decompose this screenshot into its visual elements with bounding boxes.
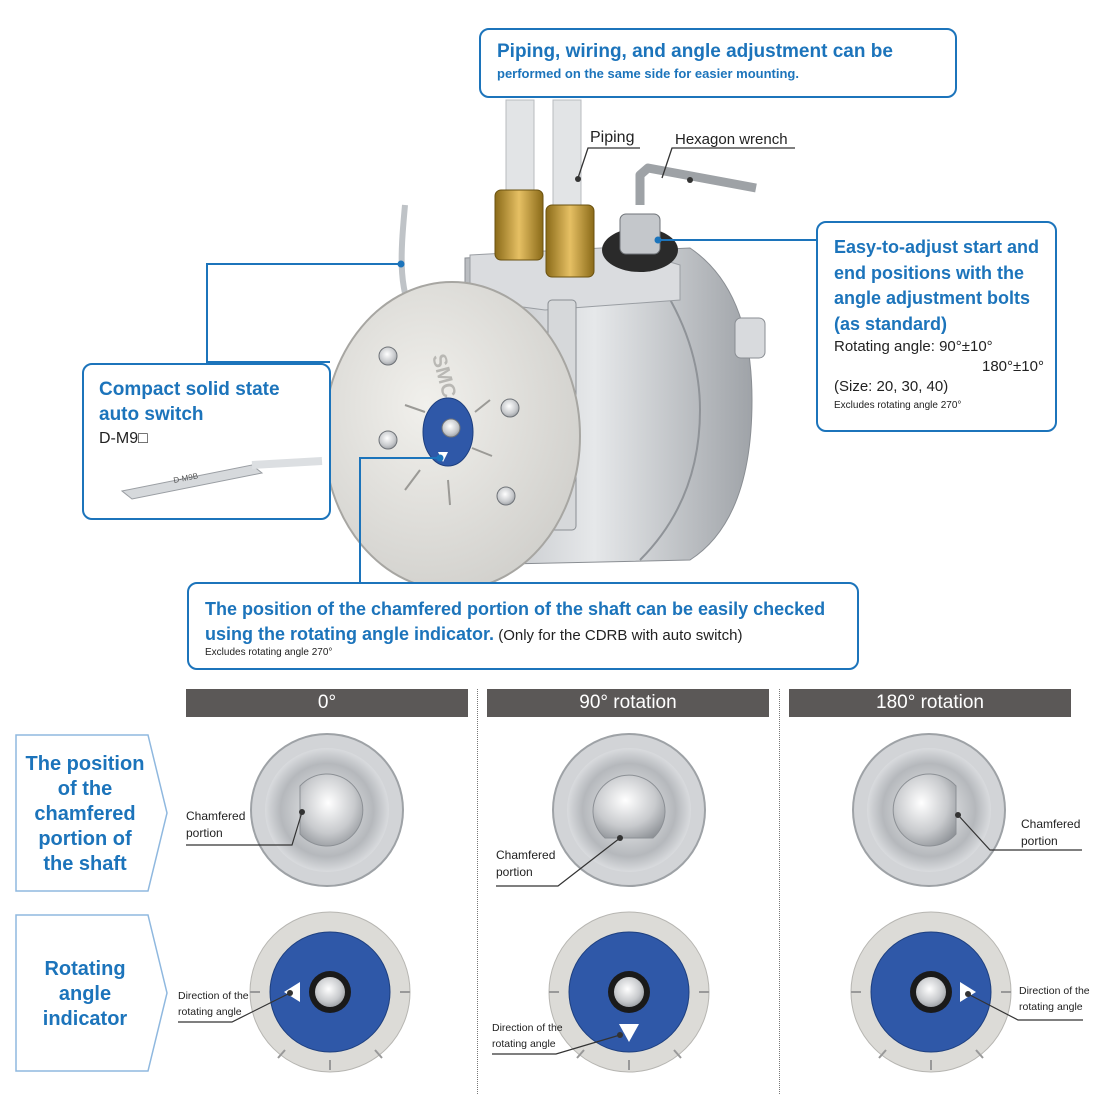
- bottom-callout-strong: The: [205, 599, 238, 619]
- row1-line2: of the: [57, 778, 113, 800]
- row2-line1: Rotating: [44, 958, 126, 980]
- switch-model: D-M9□: [99, 430, 148, 447]
- top-callout-subtitle: performed on the same side for easier mo…: [497, 66, 799, 81]
- rotating-angle-text: Rotating angle: 90°±10°: [834, 338, 993, 355]
- right-callout-line2: end positions with the: [834, 262, 1024, 283]
- bottom-callout-line1: The position of the chamfered portion of…: [205, 597, 825, 622]
- adjust-bolt-nut: [619, 213, 661, 255]
- chamfer-label-90-line1: Chamfered: [496, 848, 556, 862]
- bottom-callout-line2-normal: (Only for the CDRB with auto switch): [494, 627, 743, 644]
- row2-line3: indicator: [42, 1008, 128, 1030]
- row2-line2: angle: [58, 983, 112, 1005]
- column-header-0: 0°: [186, 689, 468, 717]
- fitting-right: [545, 204, 595, 278]
- chamfer-label-0: Chamfered portion: [186, 808, 245, 842]
- right-callout-line1: Easy-to-adjust start and: [834, 235, 1054, 261]
- right-callout-note: Excludes rotating angle 270°: [834, 400, 962, 411]
- direction-label-90-line1: Direction of the: [492, 1022, 563, 1034]
- left-callout-line1-rest: solid state: [180, 379, 280, 400]
- leader-wrench: [661, 147, 795, 179]
- column-divider-1: [477, 689, 478, 1094]
- indicator-ticks: [404, 399, 493, 506]
- fitting-left: [494, 189, 544, 261]
- bottom-callout: The position of the chamfered portion of…: [187, 582, 859, 670]
- right-callout-strong: Easy-to-adjust: [834, 237, 959, 257]
- right-callout-line3: angle adjustment bolts: [834, 288, 1031, 308]
- rotating-angle-180: 180°±10°: [982, 358, 1044, 375]
- direction-label-180: Direction of the rotating angle: [1019, 983, 1090, 1015]
- left-callout-line1: Compact solid state: [99, 377, 280, 402]
- output-shaft: [734, 317, 766, 359]
- row-label-chamfer: The position of the chamfered portion of…: [15, 752, 155, 877]
- row-label-indicator: Rotating angle indicator: [15, 957, 155, 1032]
- leader-piping: [577, 147, 640, 179]
- cover-screws: [378, 346, 520, 506]
- bottom-callout-line2-bold: using the rotating angle indicator.: [205, 624, 495, 644]
- size-text: (Size: 20, 30, 40): [834, 378, 949, 395]
- chamfer-label-90: Chamfered portion: [496, 847, 555, 881]
- row1-line4: portion of: [38, 828, 132, 850]
- column-divider-2: [779, 689, 780, 1094]
- right-callout: Easy-to-adjust start and end positions w…: [816, 221, 1057, 432]
- chamfer-label-180-line2: portion: [1021, 834, 1058, 848]
- row1-line1: The position: [25, 753, 145, 775]
- chamfer-label-180: Chamfered portion: [1021, 816, 1080, 850]
- right-callout-line4: (as standard): [834, 313, 948, 334]
- left-callout-strong: Compact: [99, 379, 181, 400]
- hexagon-wrench-label: Hexagon wrench: [675, 131, 788, 148]
- direction-label-90-line2: rotating angle: [492, 1038, 556, 1050]
- row-label-arrow-1: [15, 734, 168, 892]
- chamfer-label-0-line1: Chamfered: [186, 809, 246, 823]
- top-callout: Piping, wiring, and angle adjustment can…: [479, 28, 957, 98]
- left-callout: Compact solid state auto switch D-M9□ D-…: [82, 363, 331, 520]
- direction-label-90: Direction of the rotating angle: [492, 1020, 563, 1052]
- direction-label-180-line1: Direction of the: [1019, 985, 1090, 997]
- chamfer-label-180-line1: Chamfered: [1021, 817, 1081, 831]
- row-label-arrow-2: [15, 914, 168, 1072]
- column-header-90: 90° rotation: [487, 689, 769, 717]
- left-callout-line2: auto switch: [99, 404, 204, 425]
- top-callout-title-rest: wiring, and angle adjustment can be: [560, 41, 893, 62]
- direction-label-0-line2: rotating angle: [178, 1006, 242, 1018]
- row1-line5: the shaft: [43, 853, 127, 875]
- chamfer-label-0-line2: portion: [186, 826, 223, 840]
- direction-label-180-line2: rotating angle: [1019, 1001, 1083, 1013]
- top-callout-title: Piping, wiring, and angle adjustment can…: [497, 41, 893, 63]
- leader-bottom: [359, 457, 438, 583]
- bottom-callout-note: Excludes rotating angle 270°: [205, 647, 333, 658]
- row1-line3: chamfered: [34, 803, 136, 825]
- piping-label: Piping: [590, 129, 635, 146]
- bottom-callout-line1-rest: position of the chamfered portion of the…: [237, 599, 826, 619]
- auto-switch-image: D-M9B: [120, 457, 323, 500]
- leader-left: [206, 263, 400, 363]
- piping-tube-right: [552, 99, 582, 211]
- column-header-180: 180° rotation: [789, 689, 1071, 717]
- top-callout-title-strong: Piping,: [497, 41, 561, 62]
- direction-label-0-line1: Direction of the: [178, 990, 249, 1002]
- hexagon-wrench: [635, 163, 757, 205]
- piping-tube-left: [505, 99, 535, 206]
- right-callout-line1-rest: start and: [958, 237, 1040, 257]
- bottom-callout-line2: using the rotating angle indicator. (Onl…: [205, 622, 825, 648]
- direction-label-0: Direction of the rotating angle: [178, 988, 249, 1020]
- chamfer-label-90-line2: portion: [496, 865, 533, 879]
